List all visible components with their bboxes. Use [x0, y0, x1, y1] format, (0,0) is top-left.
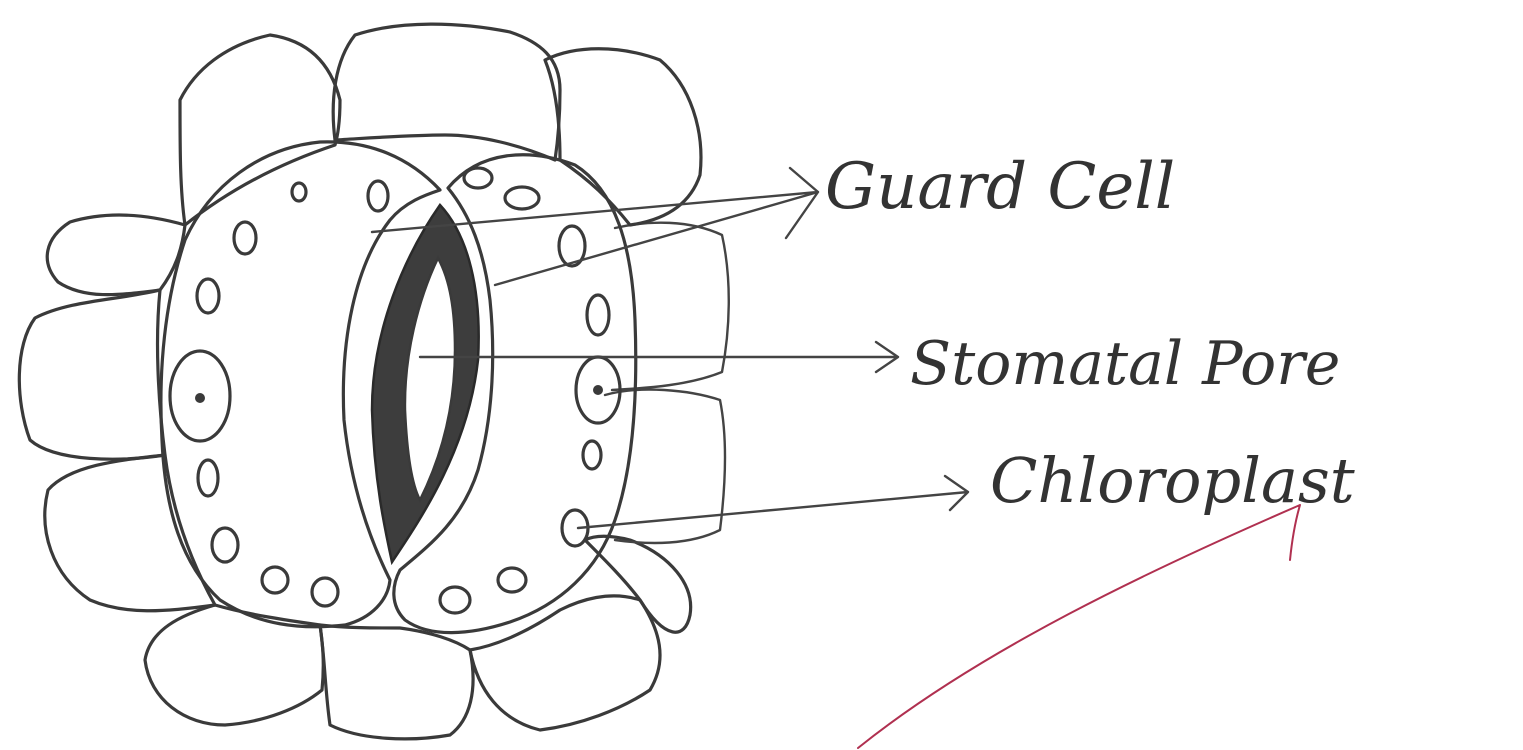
- epidermal-cell: [180, 35, 340, 225]
- epidermal-cell: [612, 223, 729, 390]
- epidermal-cell: [45, 455, 215, 611]
- label-stomatal-pore: Stomatal Pore: [910, 329, 1340, 399]
- epidermal-cell: [320, 625, 473, 739]
- nucleolus: [593, 385, 603, 395]
- chloroplast: [197, 279, 219, 313]
- chloroplast: [440, 587, 470, 613]
- chloroplast: [312, 578, 338, 606]
- epidermal-cell: [545, 49, 701, 225]
- chloroplast: [498, 568, 526, 592]
- nucleolus: [195, 393, 205, 403]
- chloroplast: [212, 528, 238, 562]
- chloroplast: [368, 181, 388, 211]
- epidermal-cell: [19, 290, 165, 459]
- chloroplast: [505, 187, 539, 209]
- chloroplast: [234, 222, 256, 254]
- chloroplast: [587, 295, 609, 335]
- chloroplast: [262, 567, 288, 593]
- epidermal-cell: [145, 605, 323, 725]
- epidermal-cell: [470, 596, 660, 730]
- chloroplast-pointer: [578, 476, 968, 528]
- stomatal-pore: [372, 205, 479, 562]
- chloroplast: [464, 168, 492, 188]
- epidermal-cell: [47, 215, 185, 295]
- chloroplast: [583, 441, 601, 469]
- chloroplast: [198, 460, 218, 496]
- chloroplast: [292, 183, 306, 201]
- teacher-tick-mark: [858, 505, 1300, 748]
- epidermal-cell: [333, 24, 560, 160]
- label-chloroplast: Chloroplast: [990, 444, 1355, 517]
- label-guard-cell: Guard Cell: [825, 150, 1175, 224]
